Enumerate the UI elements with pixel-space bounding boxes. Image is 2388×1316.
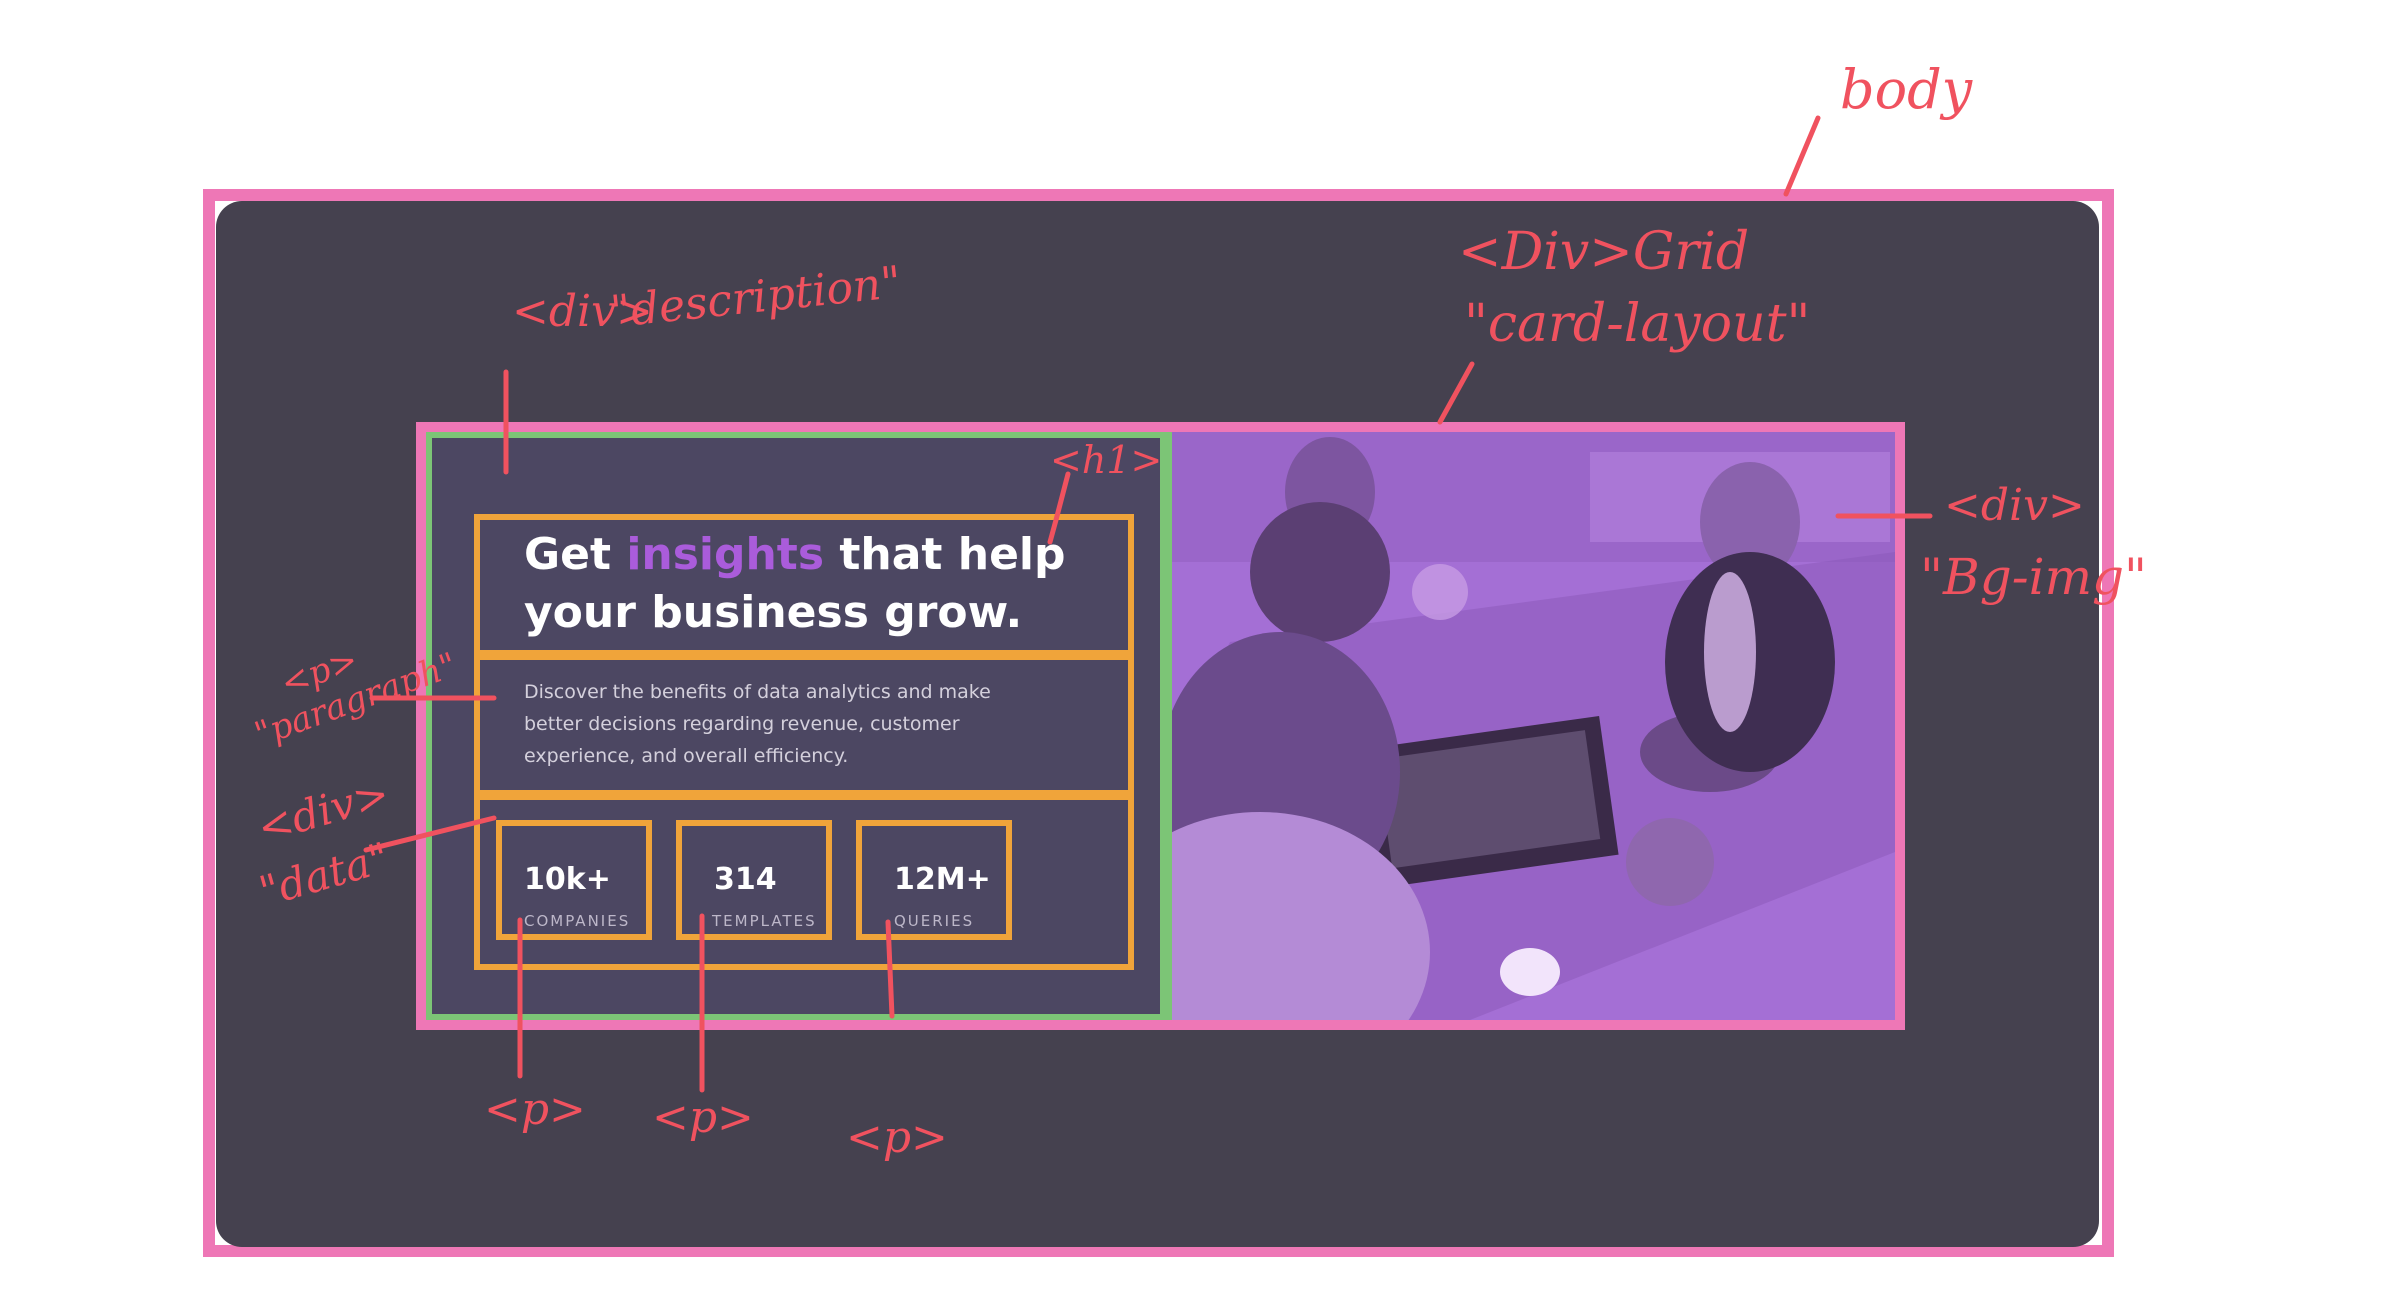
annotation-grid-line1: <Div>Grid: [1458, 222, 1750, 282]
stat-label-companies: COMPANIES: [524, 912, 631, 930]
stat-value-queries: 12M+: [894, 862, 991, 897]
annotation-p3: <p>: [846, 1112, 948, 1163]
annotation-body: body: [1840, 58, 1973, 121]
annotation-p1: <p>: [484, 1084, 586, 1135]
heading-accent: insights: [626, 529, 825, 580]
heading-part2: that help your business grow.: [524, 529, 1066, 638]
heading-part1: Get: [524, 529, 627, 580]
paragraph-outline: [474, 654, 1134, 796]
data-outline: [474, 794, 1134, 970]
stat-outline-templates: [676, 820, 832, 940]
annotation-h1: <h1>: [1050, 438, 1163, 482]
annotation-bgimg-line1: <div>: [1944, 480, 2085, 531]
annotation-description-line1: <div>: [512, 286, 653, 337]
card-layout-grid: [426, 432, 1895, 1020]
annotation-grid-line2: "card-layout": [1464, 294, 1811, 354]
card-layout-outline: [416, 422, 1905, 1030]
stat-outline-companies: [496, 820, 652, 940]
page-heading: Get insights that help your business gro…: [524, 526, 1124, 642]
stat-value-templates: 314: [714, 862, 777, 897]
description-panel: [426, 432, 1170, 1020]
annotation-bgimg-line2: "Bg-img": [1920, 548, 2148, 606]
annotation-p2: <p>: [652, 1092, 754, 1143]
stat-outline-queries: [856, 820, 1012, 940]
stat-label-templates: TEMPLATES: [712, 912, 817, 930]
bg-img-panel: [1170, 432, 1895, 1020]
h1-outline: [474, 514, 1134, 656]
body-outline: [203, 189, 2114, 1257]
stat-label-queries: QUERIES: [894, 912, 975, 930]
grid-column-divider: [1160, 432, 1172, 1020]
office-photo: [1170, 432, 1895, 1020]
stat-value-companies: 10k+: [524, 862, 611, 897]
description-paragraph: Discover the benefits of data analytics …: [524, 681, 991, 767]
